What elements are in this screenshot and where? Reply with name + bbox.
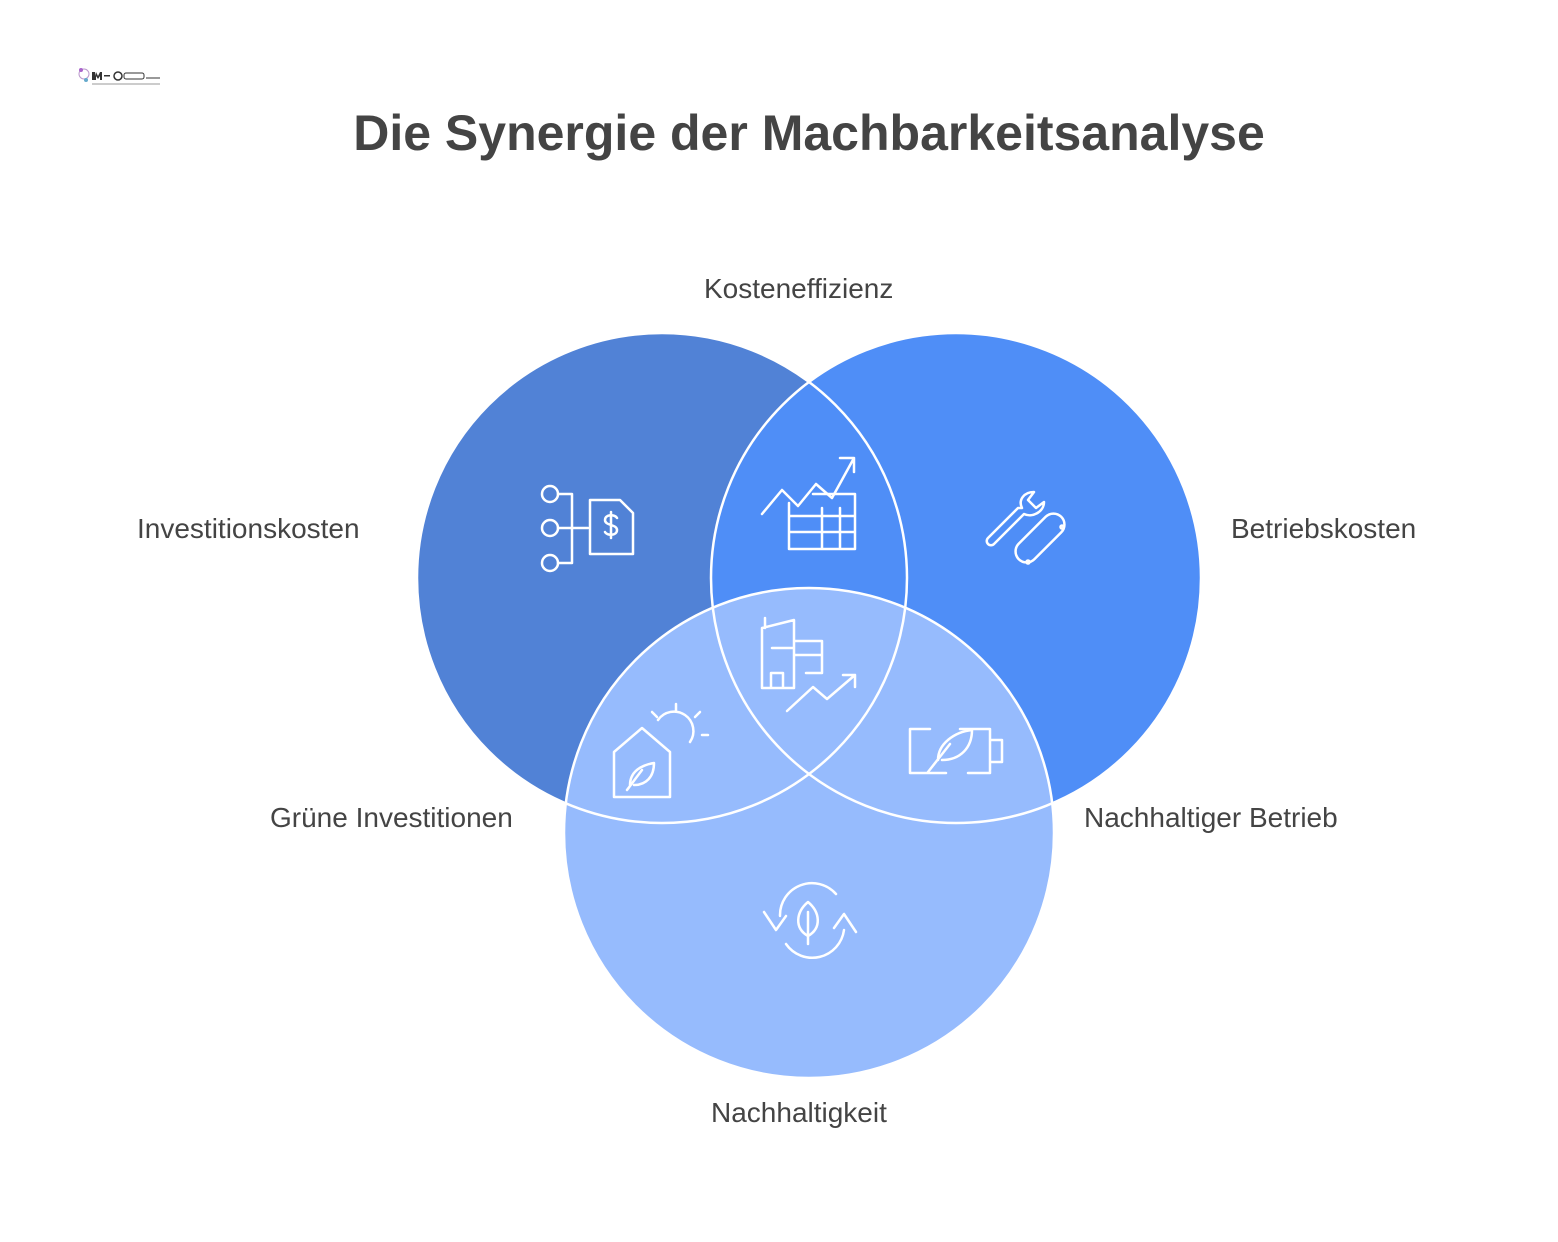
building-growth-icon xyxy=(760,616,857,713)
leaf-battery-icon xyxy=(908,727,1004,775)
label-betriebskosten: Betriebskosten xyxy=(1231,513,1417,544)
label-nachhaltigkeit: Nachhaltigkeit xyxy=(711,1097,887,1128)
leaf-recycle-icon xyxy=(762,881,858,959)
page-title: Die Synergie der Machbarkeitsanalyse xyxy=(353,105,1265,161)
chart-table-icon xyxy=(760,456,857,551)
label-kosteneffizienz: Kosteneffizienz xyxy=(704,273,894,304)
wrench-tools-icon xyxy=(985,490,1066,565)
set-circle-nachhaltigkeit xyxy=(564,588,1054,1078)
green-house-sun-icon xyxy=(612,702,710,799)
label-gruene-investitionen: Grüne Investitionen xyxy=(270,802,513,833)
budget-flow-dollar-icon xyxy=(540,484,635,573)
label-investitionskosten: Investitionskosten xyxy=(137,513,360,544)
label-nachhaltiger-betrieb: Nachhaltiger Betrieb xyxy=(1084,802,1338,833)
logo xyxy=(78,62,168,92)
